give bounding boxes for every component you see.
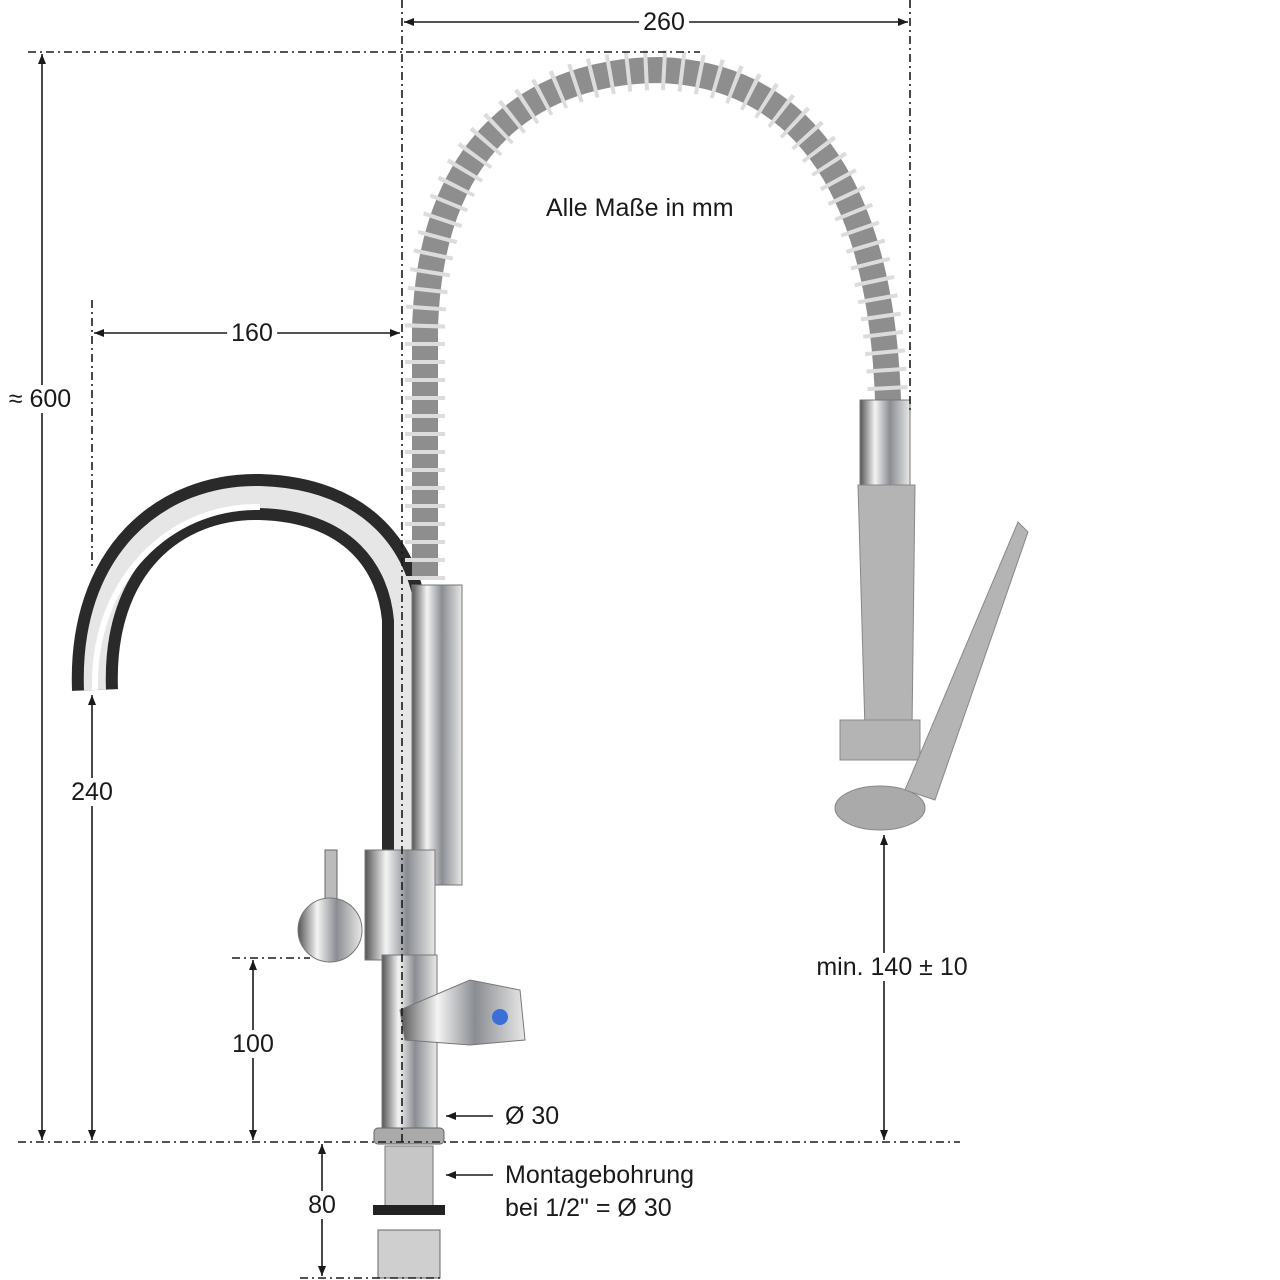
spray-nozzle xyxy=(834,785,926,831)
valve-body xyxy=(364,849,436,961)
faucet-illustration xyxy=(71,49,1029,1279)
side-valve-cap xyxy=(297,897,363,963)
dim-label-spout-reach: 160 xyxy=(227,319,277,347)
spray-trigger-lever xyxy=(904,521,1029,801)
base-column xyxy=(381,954,438,1136)
base-flange xyxy=(373,1127,445,1145)
blue-cold-indicator xyxy=(492,1009,508,1025)
dim-label-spray-height: min. 140 ± 10 xyxy=(812,953,972,981)
lock-nut xyxy=(377,1229,441,1279)
spray-head-connector xyxy=(859,399,911,486)
spray-valve-block xyxy=(839,719,921,761)
dim-label-height-total: ≈ 600 xyxy=(4,385,76,413)
units-note: Alle Maße in mm xyxy=(546,194,734,222)
side-lever xyxy=(324,849,338,901)
threaded-shank xyxy=(384,1145,434,1207)
dim-label-spout-height: 240 xyxy=(67,778,117,806)
spray-handle-grip xyxy=(857,484,916,731)
mounting-note-line1: Montagebohrung xyxy=(505,1161,695,1189)
spring-column xyxy=(411,584,463,886)
lock-washer xyxy=(373,1205,445,1215)
mounting-note-line2: bei 1/2" = Ø 30 xyxy=(505,1194,672,1222)
dim-label-valve-height: 100 xyxy=(228,1030,278,1058)
dimension-lines xyxy=(18,0,960,1279)
cross-handle xyxy=(399,979,526,1046)
dim-label-width-total: 260 xyxy=(639,8,689,36)
dim-label-thread-length: 80 xyxy=(304,1191,340,1219)
dim-label-diameter: Ø 30 xyxy=(505,1102,560,1130)
